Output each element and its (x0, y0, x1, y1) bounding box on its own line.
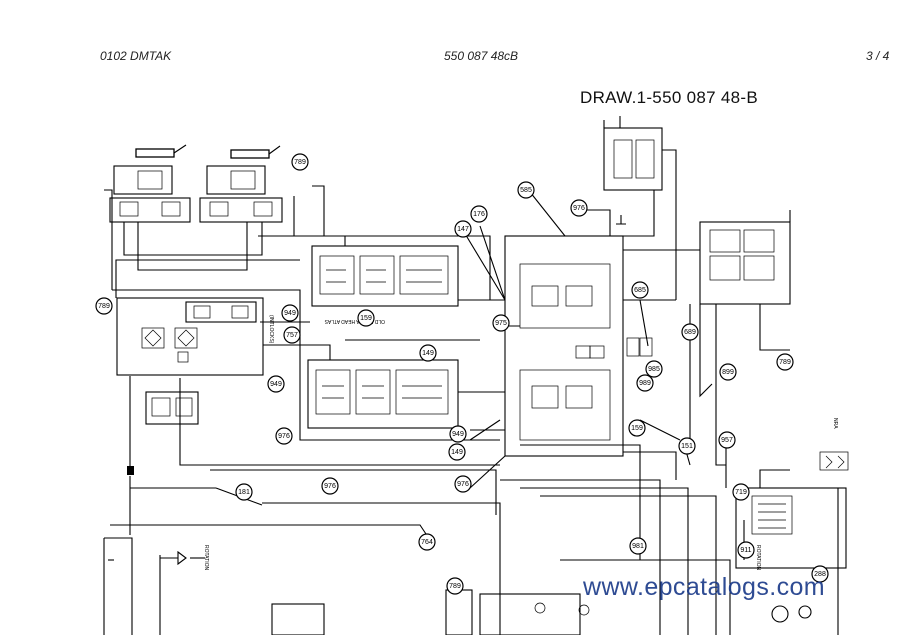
svg-text:976: 976 (278, 433, 290, 440)
svg-text:176: 176 (473, 211, 485, 218)
rotation-label-left: ROTATION (203, 545, 209, 570)
svg-text:789: 789 (98, 303, 110, 310)
tag-14: 689 (681, 323, 699, 341)
interlock-label: (INTLOCKS) (268, 315, 274, 344)
tag-04: 976 (570, 199, 588, 217)
svg-text:949: 949 (270, 381, 282, 388)
svg-text:789: 789 (779, 359, 791, 366)
tag-33: 288 (811, 565, 829, 583)
svg-text:976: 976 (573, 205, 585, 212)
tag-23: 957 (718, 431, 736, 449)
header-part-number: 550 087 48cB (444, 49, 519, 63)
svg-text:719: 719 (735, 489, 747, 496)
tag-16: 985 (645, 360, 663, 378)
tag-07: 949 (281, 304, 299, 322)
tag-19: 949 (449, 425, 467, 443)
svg-text:789: 789 (294, 159, 306, 166)
svg-text:689: 689 (684, 329, 696, 336)
tag-01: 789 (95, 297, 113, 315)
tag-13: 685 (631, 281, 649, 299)
tag-20: 149 (448, 443, 466, 461)
svg-text:975: 975 (495, 320, 507, 327)
manifold-lower (307, 359, 459, 429)
tag-27: 976 (321, 477, 339, 495)
tag-10: 975 (492, 314, 510, 332)
tag-26: 181 (235, 483, 253, 501)
svg-text:147: 147 (457, 226, 469, 233)
tag-32: 789 (446, 577, 464, 595)
tag-25: 976 (454, 475, 472, 493)
svg-text:585: 585 (520, 187, 532, 194)
svg-text:789: 789 (449, 583, 461, 590)
tag-30: 719 (732, 483, 750, 501)
svg-text:151: 151 (681, 443, 693, 450)
hydraulic-lines (108, 185, 839, 635)
tag-21: 159 (628, 419, 646, 437)
svg-text:989: 989 (639, 380, 651, 387)
manifold-upper: OLD HOPPA HEAD ATLAS (311, 236, 459, 324)
tag-28: 764 (418, 533, 436, 551)
svg-text:911: 911 (740, 547, 751, 554)
svg-text:899: 899 (722, 369, 734, 376)
valve-group-center-right (504, 235, 653, 457)
header-page-indicator: 3 / 4 (866, 49, 890, 63)
svg-text:981: 981 (632, 543, 644, 550)
svg-text:976: 976 (324, 483, 336, 490)
tag-09: 159 (357, 309, 375, 327)
tag-24: 976 (275, 427, 293, 445)
svg-text:685: 685 (634, 287, 646, 294)
tag-15: 989 (636, 374, 654, 392)
svg-text:159: 159 (360, 315, 372, 322)
rotation-block-left: ROTATION (103, 376, 209, 635)
nra-label: NRA (832, 418, 838, 429)
tag-22: 151 (678, 437, 696, 455)
svg-text:949: 949 (284, 310, 296, 317)
svg-text:764: 764 (421, 539, 433, 546)
svg-text:288: 288 (814, 571, 826, 578)
svg-text:149: 149 (451, 449, 463, 456)
valve-group-top-right (603, 116, 791, 305)
svg-text:159: 159 (631, 425, 643, 432)
svg-text:149: 149 (422, 350, 434, 357)
tag-11: 149 (419, 344, 437, 362)
manifold-label: OLD HOPPA HEAD ATLAS (324, 318, 385, 324)
watermark-text: www.epcatalogs.com (583, 573, 826, 601)
tag-17: 899 (719, 363, 737, 381)
tag-03: 585 (517, 181, 535, 199)
tag-08: 757 (283, 326, 301, 344)
svg-text:957: 957 (721, 437, 733, 444)
tag-29: 981 (629, 537, 647, 555)
tag-06: 147 (454, 220, 472, 238)
tag-05: 176 (470, 205, 488, 223)
tag-31: 911 (737, 541, 755, 559)
tag-12: 949 (267, 375, 285, 393)
tag-18: 789 (776, 353, 794, 371)
header-doc-code: 0102 DMTAK (100, 49, 172, 63)
bottom-boxes (271, 589, 590, 635)
svg-text:976: 976 (457, 481, 469, 488)
svg-text:985: 985 (648, 366, 660, 373)
cylinder-group-left (104, 144, 283, 290)
control-block-bottom-right: NRA ROTATION (735, 418, 849, 623)
svg-text:181: 181 (238, 489, 250, 496)
svg-text:949: 949 (452, 431, 464, 438)
svg-text:757: 757 (286, 332, 298, 339)
drawing-title: DRAW.1-550 087 48-B (580, 88, 758, 107)
tag-02: 789 (291, 153, 309, 171)
rotation-label-right: ROTATION (755, 545, 761, 570)
interlock-block: (INTLOCKS) (116, 297, 274, 376)
